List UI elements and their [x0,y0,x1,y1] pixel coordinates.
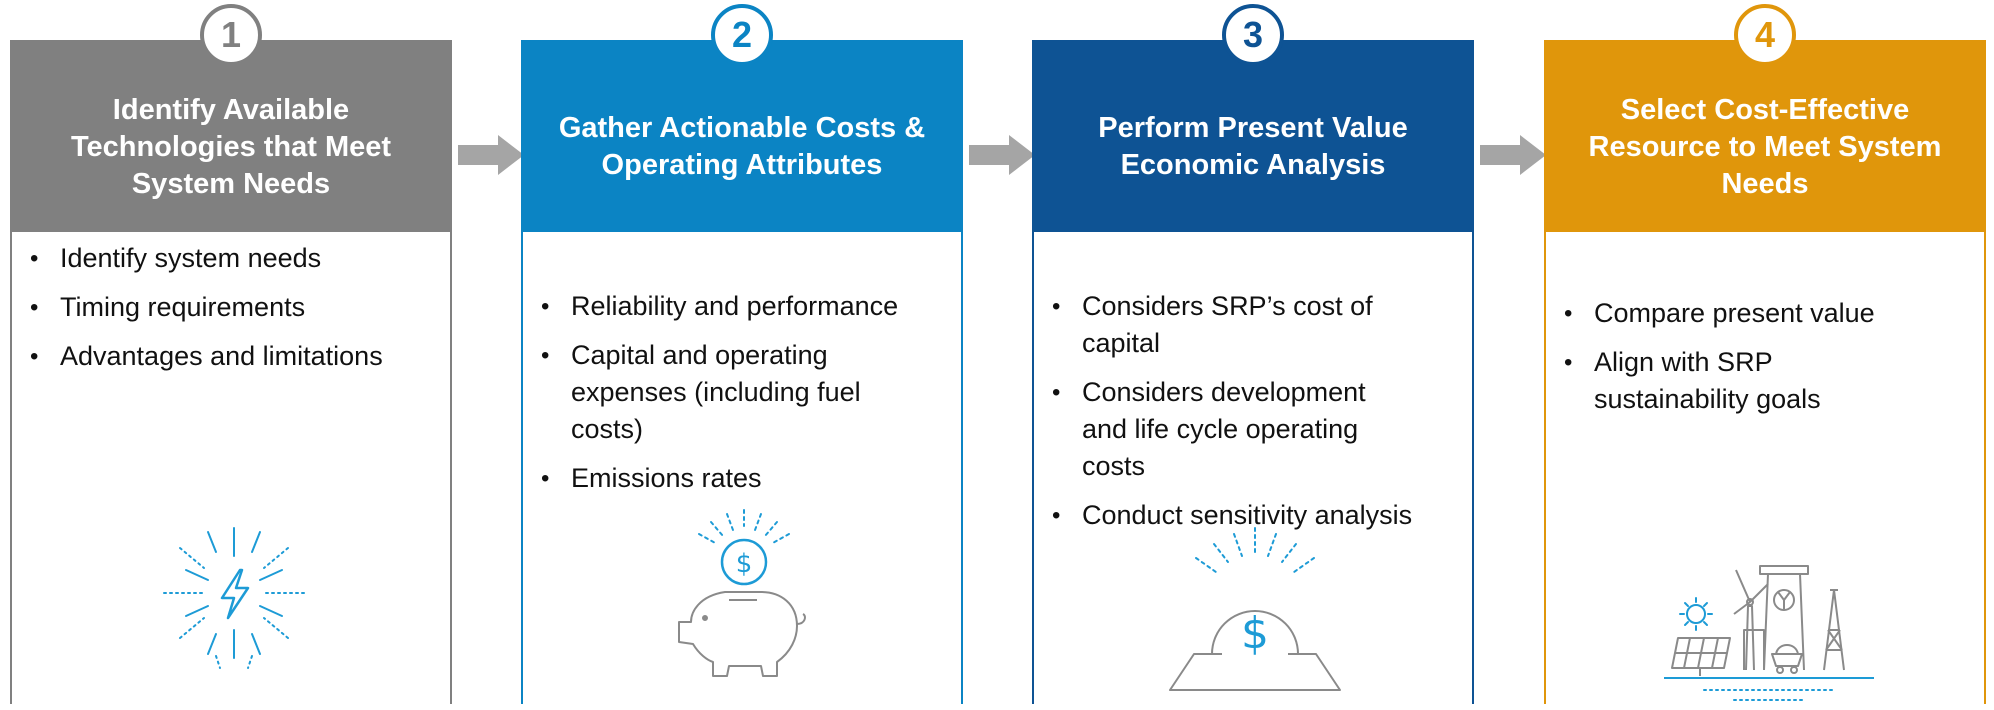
flow-arrow [1480,135,1546,175]
step-1-title-line: System Needs [131,167,331,200]
svg-text:$: $ [736,549,753,579]
svg-text:$: $ [1241,608,1269,659]
bullet-item: Timing requirements [30,289,432,326]
energy-resources-icon [1664,565,1874,701]
step-1-title-line: Technologies that Meet [70,130,392,163]
bullet-item: Advantages and limitations [30,338,432,375]
step-3-number-badge: 3 [1222,4,1284,66]
bullet-item: Considers SRP’s cost of capital [1052,288,1448,362]
bullet-item: Capital and operating expenses (includin… [541,337,931,448]
step-1-card: 1 Identify Available Technologies that M… [10,4,452,704]
step-4-title-line: Resource to Meet System [1588,130,1942,163]
step-4-number-badge: 4 [1734,4,1796,66]
flow-arrow [969,135,1035,175]
step-3-bullet-list: Considers SRP’s cost of capital Consider… [1034,288,1472,546]
step-4-bullet-list: Compare present value Align with SRP sus… [1546,295,1984,430]
step-1-title-line: Identify Available [112,93,350,126]
flow-arrow [458,135,524,175]
step-1-bullet-list: Identify system needs Timing requirement… [12,240,450,387]
step-3-title-line: Perform Present Value [1098,112,1408,144]
step-2-card: 2 Gather Actionable Costs & Operating At… [521,4,963,704]
step-2-bullet-list: Reliability and performance Capital and … [523,288,961,509]
step-2-header: Gather Actionable Costs & Operating Attr… [521,40,963,232]
step-2-title-line: Gather Actionable Costs & [558,112,926,144]
step-1-header: Identify Available Technologies that Mee… [10,40,452,232]
bullet-item: Reliability and performance [541,288,931,325]
step-4-title: Select Cost-Effective Resource to Meet S… [1589,92,1942,203]
step-4-title-line: Select Cost-Effective [1620,93,1910,126]
step-2-number-badge: 2 [711,4,773,66]
step-4-header: Select Cost-Effective Resource to Meet S… [1544,40,1986,232]
bullet-item: Compare present value [1564,295,1934,332]
step-3-header: Perform Present Value Economic Analysis [1032,40,1474,232]
step-4-card: 4 Select Cost-Effective Resource to Meet… [1544,4,1986,704]
bullet-item: Identify system needs [30,240,432,277]
dollar-coin-icon: $ [1169,527,1341,691]
bullet-item: Conduct sensitivity analysis [1052,497,1448,534]
bullet-item: Considers development and life cycle ope… [1052,374,1448,485]
step-3-title-line: Economic Analysis [1120,149,1386,181]
step-3-title: Perform Present Value Economic Analysis [1098,110,1407,184]
step-4-title-line: Needs [1721,167,1809,200]
step-1-number-badge: 1 [200,4,262,66]
step-3-card: 3 Perform Present Value Economic Analysi… [1032,4,1474,704]
step-1-title: Identify Available Technologies that Mee… [71,92,391,203]
step-2-title: Gather Actionable Costs & Operating Attr… [559,110,925,184]
lightning-icon [163,527,307,669]
bullet-item: Emissions rates [541,460,931,497]
bullet-item: Align with SRP sustainability goals [1564,344,1934,418]
step-2-title-line: Operating Attributes [601,149,883,181]
piggy-bank-icon: $ [678,509,806,677]
